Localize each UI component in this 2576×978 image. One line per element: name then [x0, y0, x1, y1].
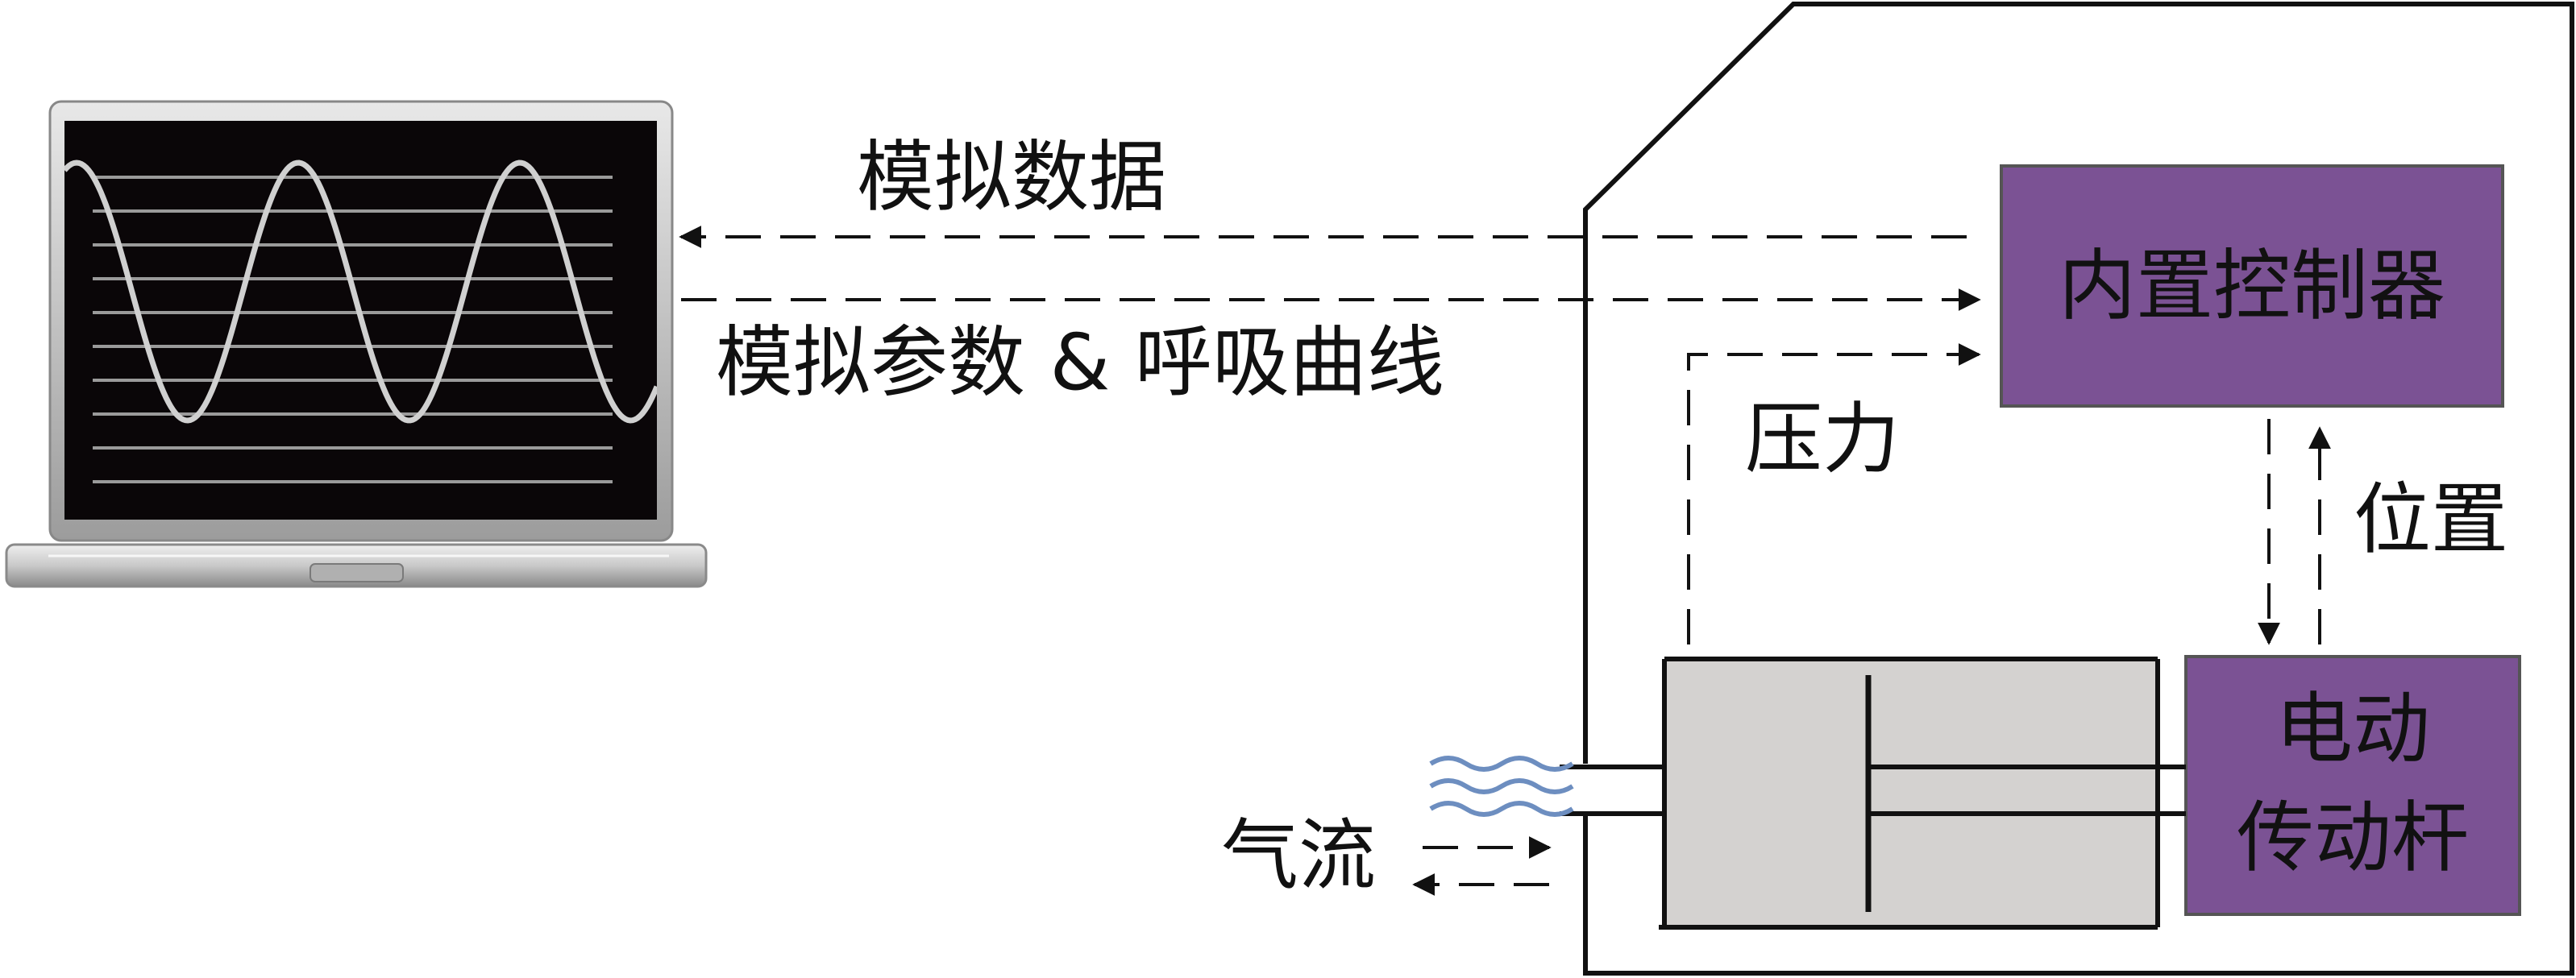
device-enclosure: [1583, 1, 2574, 976]
label-sim-data: 模拟数据: [857, 132, 1166, 222]
laptop-icon: [5, 100, 708, 588]
controller-box: [2000, 164, 2504, 408]
controller-label: 内置控制器: [2059, 241, 2445, 331]
airflow-waves-icon: [1429, 756, 1574, 817]
label-pressure: 压力: [1745, 394, 1900, 484]
cylinder-body: [1664, 659, 2158, 927]
label-airflow: 气流: [1221, 810, 1376, 901]
label-sim-params: 模拟参数 & 呼吸曲线: [716, 317, 1444, 408]
label-position: 位置: [2354, 474, 2508, 565]
actuator-label-line2: 传动杆: [2237, 793, 2469, 883]
actuator-label-line1: 电动: [2275, 684, 2430, 774]
laptop-trackpad-notch: [310, 563, 404, 582]
breathing-waveform: [64, 160, 657, 424]
arrow-pressure: [1687, 343, 1981, 644]
piston-cylinder: [1560, 657, 2186, 930]
actuator-box: [2184, 655, 2521, 916]
